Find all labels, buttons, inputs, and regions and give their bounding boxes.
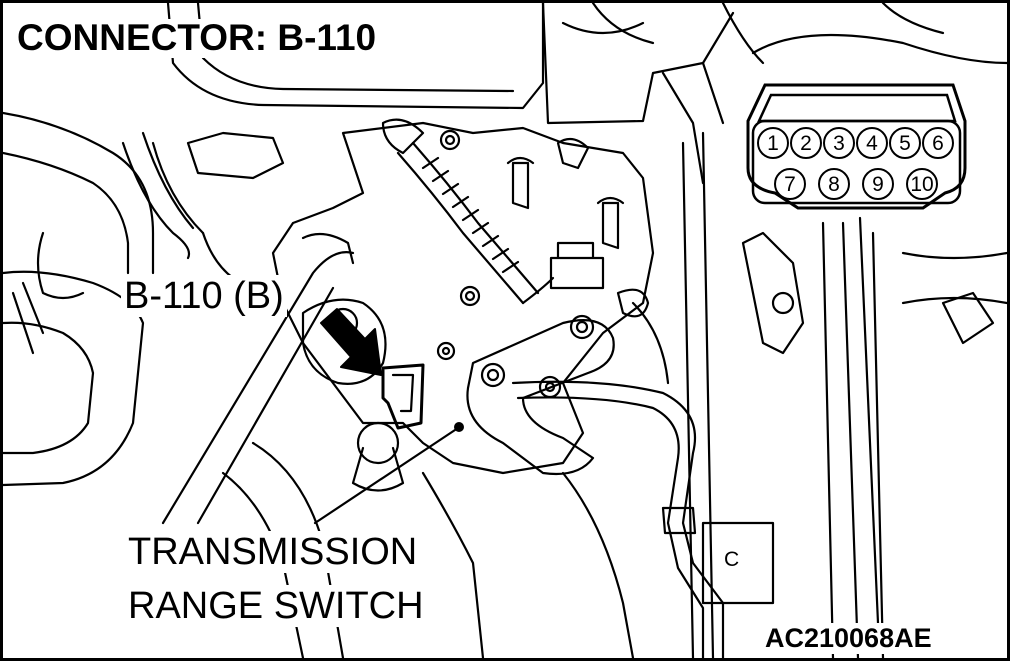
connector-callout-label: B-110 (B) (121, 275, 287, 317)
cooler-line (511, 380, 725, 658)
connector-pin-label: 3 (833, 132, 845, 155)
connector-pin-4 (856, 127, 888, 159)
bracket (701, 521, 775, 605)
connector-pin-label: 7 (784, 173, 796, 196)
connector-pin-2 (790, 127, 822, 159)
transmission-case (271, 121, 655, 475)
part-label-line-2: RANGE SWITCH (125, 585, 427, 627)
connector-pin-8 (818, 168, 850, 200)
connector-pin-label: 2 (800, 132, 812, 155)
dipstick-tube (161, 251, 355, 525)
leader-line (313, 426, 460, 525)
connector-pin-label: 10 (910, 173, 933, 196)
connector-pin-label: 1 (767, 132, 779, 155)
arrow-pointer-icon (320, 308, 382, 376)
bracket-right (741, 231, 805, 355)
diagram-title: CONNECTOR: B-110 (15, 19, 381, 58)
range-switch-connector (381, 363, 425, 430)
connector-pin-10 (906, 168, 938, 200)
intake-housing (166, 3, 545, 110)
shift-cable-boot (396, 141, 540, 305)
connector-pin-label: 4 (866, 132, 878, 155)
connector-pin-3 (823, 127, 855, 159)
connector-pin-label: 8 (828, 173, 840, 196)
connector-pin-label: 9 (872, 173, 884, 196)
control-lever (466, 319, 615, 476)
connector-pin-1 (757, 127, 789, 159)
connector-pin-6 (922, 127, 954, 159)
bracket-marker: C (724, 548, 739, 571)
connector-pin-label: 6 (932, 132, 944, 155)
radiator-hose (3, 111, 155, 275)
connector-pin-7 (774, 168, 806, 200)
connector-pin-label: 5 (899, 132, 911, 155)
connector-pin-5 (889, 127, 921, 159)
leader-dot (454, 422, 464, 432)
reference-code: AC210068AE (761, 623, 936, 654)
part-label-line-1: TRANSMISSION (125, 531, 421, 573)
wire-harness (121, 131, 205, 260)
connector-pin-9 (862, 168, 894, 200)
